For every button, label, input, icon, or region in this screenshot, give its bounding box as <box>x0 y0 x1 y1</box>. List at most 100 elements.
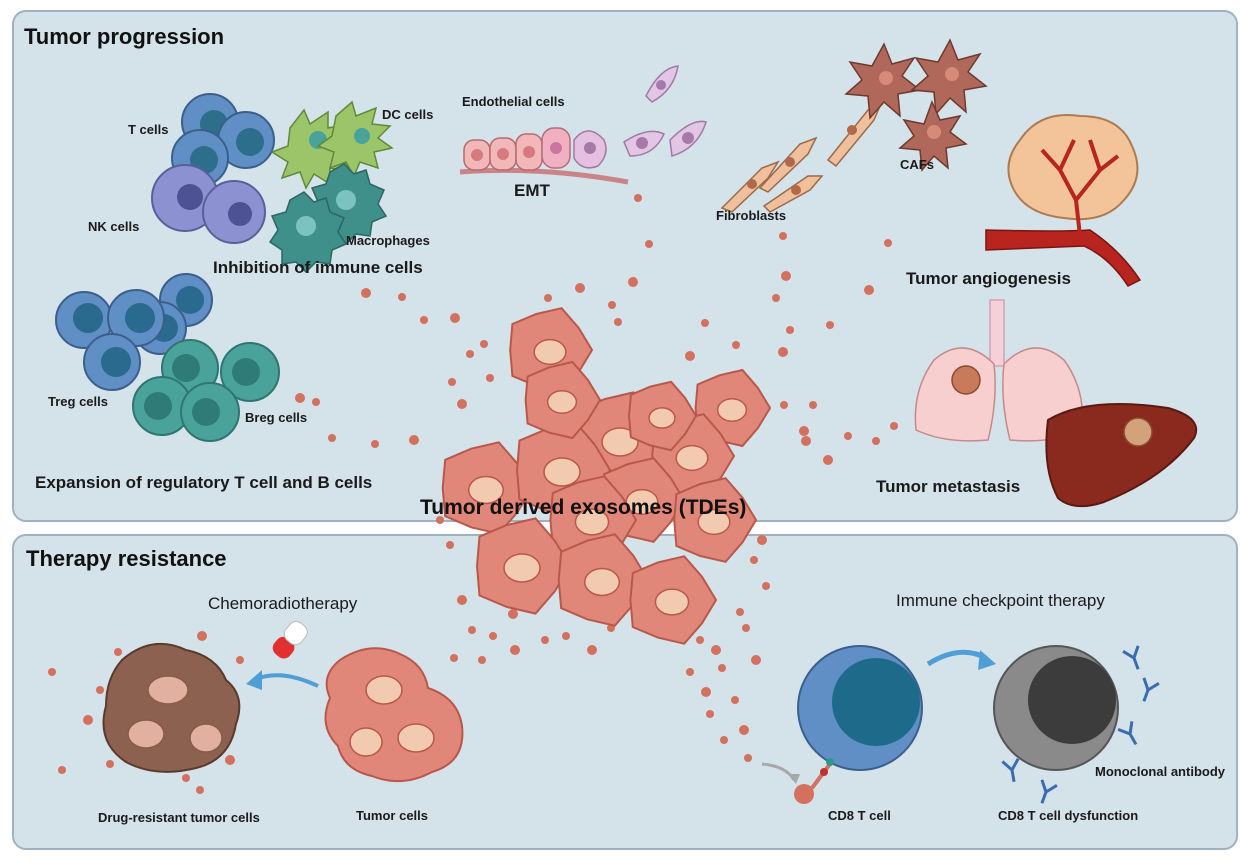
exosome-dot <box>196 786 204 794</box>
t-cells-label: T cells <box>128 122 169 137</box>
exosome-dot <box>295 393 305 403</box>
fibroblasts-label: Fibroblasts <box>716 208 787 223</box>
exosome-dot <box>409 435 419 445</box>
exosome-dot <box>587 645 597 655</box>
exosome-dot <box>696 636 704 644</box>
cd8-t-cell-illustration <box>797 645 923 771</box>
cafs-label: CAFs <box>900 157 934 172</box>
exosome-dot <box>182 774 190 782</box>
nk-cells-illustration <box>151 164 266 244</box>
exosome-dot <box>711 645 721 655</box>
exosome-dot <box>450 654 458 662</box>
cd8-t-cell-label: CD8 T cell <box>828 808 891 823</box>
tumor-mass <box>441 307 772 645</box>
emt-label: EMT <box>514 181 550 200</box>
exosome-dot <box>701 319 709 327</box>
checkpoint-arrow <box>926 649 988 667</box>
endothelial-cells-illustration <box>459 65 707 185</box>
exosome-dot <box>809 401 817 409</box>
exosome-dot <box>634 194 642 202</box>
exosome-dot <box>645 240 653 248</box>
fibroblasts-illustration <box>720 104 882 213</box>
exosome-dot <box>778 347 788 357</box>
macrophages-label: Macrophages <box>346 233 430 248</box>
exosome-dot <box>826 321 834 329</box>
exosome-receptor-illustration <box>761 758 834 804</box>
antibody-icon <box>1122 645 1140 670</box>
checkpoint-arrowhead <box>978 650 996 670</box>
breg-cells-label: Breg cells <box>245 410 308 425</box>
breg-cells-illustration <box>132 339 280 442</box>
treg-cells-illustration <box>55 273 213 391</box>
exosome-dot <box>480 340 488 348</box>
inhibition-immune-caption: Inhibition of immune cells <box>213 258 423 277</box>
macrophages-illustration <box>268 163 388 274</box>
exosome-dot <box>750 556 758 564</box>
exosome-dot <box>83 715 93 725</box>
endothelial-cells-label: Endothelial cells <box>462 94 565 109</box>
exosome-dot <box>872 437 880 445</box>
exosome-dot <box>720 736 728 744</box>
nk-cells-label: NK cells <box>88 219 140 234</box>
exosome-dot <box>762 582 770 590</box>
tumor-cells-label: Tumor cells <box>356 808 429 823</box>
exosome-dot <box>420 316 428 324</box>
exosome-dot <box>614 318 622 326</box>
exosome-dot <box>328 434 336 442</box>
exosome-dot <box>48 668 56 676</box>
exosome-dot <box>757 535 767 545</box>
immune-checkpoint-title: Immune checkpoint therapy <box>896 591 1105 610</box>
tumor-cell <box>524 360 602 440</box>
drug-resistant-cells-label: Drug-resistant tumor cells <box>98 810 260 825</box>
exosome-dot <box>58 766 66 774</box>
exosome-dot <box>457 595 467 605</box>
exosome-dot <box>575 283 585 293</box>
exosome-dot <box>508 609 518 619</box>
exosome-dot <box>742 624 750 632</box>
exosome-dot <box>844 432 852 440</box>
exosome-dot <box>608 301 616 309</box>
pill-icon <box>272 621 308 659</box>
cafs-illustration <box>844 38 988 172</box>
exosome-dots <box>48 194 898 794</box>
exosome-dot <box>779 232 787 240</box>
exosome-dot <box>478 656 486 664</box>
monoclonal-antibody-icons <box>1001 645 1160 804</box>
exosome-dot <box>197 631 207 641</box>
exosome-dot <box>457 399 467 409</box>
exosome-dot <box>468 626 476 634</box>
exosome-dot <box>96 686 104 694</box>
exosome-dot <box>686 668 694 676</box>
exosome-dot <box>510 645 520 655</box>
exosome-dot <box>236 656 244 664</box>
chemo-arrow <box>253 673 319 688</box>
exosome-dot <box>685 351 695 361</box>
exosome-dot <box>736 608 744 616</box>
exosome-dot <box>739 725 749 735</box>
drug-resistant-cells-illustration <box>102 643 241 773</box>
exosome-dot <box>744 754 752 762</box>
exosome-dot <box>823 455 833 465</box>
exosome-dot <box>772 294 780 302</box>
exosome-dot <box>751 655 761 665</box>
exosome-dot <box>371 440 379 448</box>
tumor-cell <box>673 477 758 563</box>
exosome-dot <box>489 632 497 640</box>
exosome-dot <box>781 271 791 281</box>
tumor-cell <box>475 517 572 615</box>
t-cells-illustration <box>171 93 275 187</box>
exosome-dot <box>701 687 711 697</box>
exosome-dot <box>436 516 444 524</box>
exosome-dot <box>446 541 454 549</box>
dc-cells-label: DC cells <box>382 107 434 122</box>
exosome-dot <box>718 664 726 672</box>
exosome-dot <box>114 648 122 656</box>
exosome-dot <box>361 288 371 298</box>
antibody-icon <box>1117 721 1138 746</box>
antibody-icon <box>1001 758 1020 783</box>
exosome-dot <box>780 401 788 409</box>
tumor-cell <box>557 533 650 627</box>
exosome-dot <box>731 696 739 704</box>
antibody-icon <box>1142 677 1160 702</box>
